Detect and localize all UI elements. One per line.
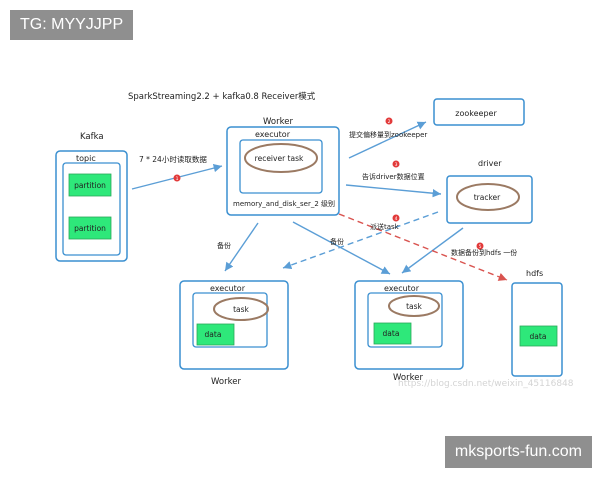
tracker-label: tracker — [474, 193, 501, 202]
step-marker-5: 5 — [476, 242, 484, 250]
edge-label-driver: 告诉driver数据位置 — [362, 172, 425, 181]
step-number-4: 4 — [395, 216, 398, 222]
step-marker-4: 4 — [392, 214, 400, 222]
partition-2-label: partition — [74, 224, 106, 233]
task-mid-label: task — [406, 302, 422, 311]
task-left-ellipse — [213, 297, 269, 321]
executor-left-box — [192, 292, 268, 348]
data-left — [196, 323, 235, 346]
task-mid-ellipse — [388, 295, 440, 317]
step-number-1: 1 — [176, 176, 179, 182]
topic-box — [62, 162, 121, 256]
executor-top-box — [239, 139, 323, 194]
source-watermark: https://blog.csdn.net/weixin_45116848 — [398, 379, 574, 389]
worker-left-label: Worker — [211, 377, 241, 387]
driver-label: driver — [478, 159, 502, 168]
task-left-label: task — [233, 305, 249, 314]
storage-level-note: memory_and_disk_ser_2 级别 — [233, 199, 335, 208]
step-marker-3: 3 — [392, 160, 400, 168]
arrow-dispatch-left — [282, 211, 439, 270]
edge-label-backup-mid: 备份 — [330, 237, 344, 246]
kafka-box — [55, 150, 128, 262]
arrow-to-driver — [345, 184, 442, 198]
hdfs-label: hdfs — [526, 269, 543, 278]
arrow-backup-left — [224, 222, 259, 272]
driver-box — [446, 175, 533, 224]
executor-mid-label: executor — [384, 284, 420, 293]
tracker-ellipse — [456, 183, 520, 211]
receiver-task-label: receiver task — [255, 154, 304, 163]
partition-1 — [68, 173, 112, 197]
worker-left-box — [179, 280, 289, 370]
worker-top-label: Worker — [263, 117, 293, 127]
topic-label: topic — [76, 154, 96, 163]
bottom-watermark-badge: mksports-fun.com — [444, 436, 592, 468]
step-number-2: 2 — [388, 119, 391, 125]
zookeeper-box — [433, 98, 525, 126]
executor-top-label: executor — [255, 130, 291, 139]
executor-mid-box — [367, 292, 443, 348]
data-mid — [373, 322, 412, 345]
executor-left-label: executor — [210, 284, 246, 293]
step-number-3: 3 — [395, 162, 398, 168]
step-marker-1: 1 — [173, 174, 181, 182]
partition-1-label: partition — [74, 181, 106, 190]
edge-label-read: 7 * 24小时读取数据 — [139, 154, 207, 164]
kafka-label: Kafka — [80, 132, 104, 142]
edge-label-hdfs: 数据备份到hdfs 一份 — [451, 248, 517, 257]
step-number-5: 5 — [479, 244, 482, 250]
partition-2 — [68, 216, 112, 240]
data-mid-label: data — [383, 329, 400, 338]
edge-label-zookeeper: 提交偏移量到zookeeper — [349, 130, 427, 139]
hdfs-box — [511, 282, 563, 377]
top-watermark-badge: TG: MYYJJPP — [10, 10, 134, 40]
worker-top-box — [226, 126, 340, 216]
arrow-to-zookeeper — [348, 121, 427, 159]
data-hdfs — [519, 325, 558, 347]
receiver-task-ellipse — [244, 143, 318, 173]
diagram-title: SparkStreaming2.2 + kafka0.8 Receiver模式 — [128, 91, 316, 102]
arrow-backup-hdfs — [338, 213, 508, 281]
worker-mid-label: Worker — [393, 373, 423, 383]
arrow-backup-mid — [292, 221, 391, 275]
edge-label-backup-left: 备份 — [217, 241, 231, 250]
zookeeper-label: zookeeper — [455, 109, 497, 118]
step-marker-2: 2 — [385, 117, 393, 125]
data-left-label: data — [205, 330, 222, 339]
data-hdfs-label: data — [530, 332, 547, 341]
edge-label-dispatch: 派送task — [370, 222, 400, 231]
worker-mid-box — [354, 280, 464, 370]
